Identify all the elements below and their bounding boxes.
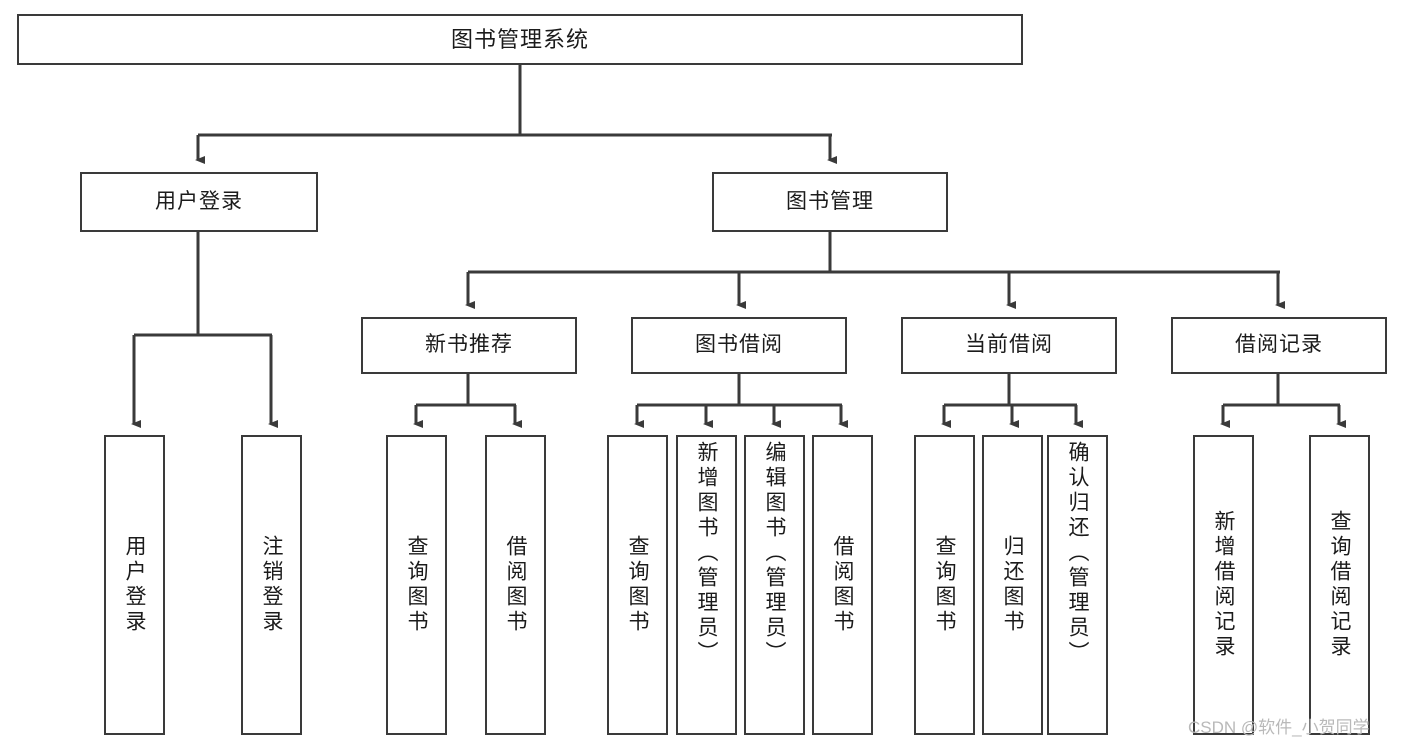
node-label: 图书管理系统 [450,26,589,52]
leaf-user-login[interactable]: 用户登录 [104,435,165,735]
leaf-rec-query-record[interactable]: 查询借阅记录 [1309,435,1370,735]
leaf-borrow-borrow-book[interactable]: 借阅图书 [812,435,873,735]
node-current-borrow[interactable]: 当前借阅 [901,317,1117,374]
node-new-book-rec[interactable]: 新书推荐 [361,317,577,374]
node-label: 注销登录 [260,535,283,635]
leaf-borrow-edit-book[interactable]: 编辑图书（管理员） [744,435,805,735]
node-label: 用户登录 [155,189,243,213]
node-label: 借阅记录 [1235,333,1323,357]
node-label: 确认归还（管理员） [1066,441,1089,666]
leaf-rec-borrow-book[interactable]: 借阅图书 [485,435,546,735]
node-borrow-record[interactable]: 借阅记录 [1171,317,1387,374]
node-label: 图书借阅 [695,333,783,357]
node-label: 编辑图书（管理员） [763,441,786,666]
leaf-rec-add-record[interactable]: 新增借阅记录 [1193,435,1254,735]
node-book-manage[interactable]: 图书管理 [712,172,948,232]
node-label: 用户登录 [123,535,146,635]
node-label: 查询图书 [626,535,649,635]
node-label: 归还图书 [1001,535,1024,635]
node-label: 查询图书 [933,535,956,635]
node-label: 查询借阅记录 [1328,510,1351,660]
node-label: 新增借阅记录 [1212,510,1235,660]
leaf-borrow-add-book[interactable]: 新增图书（管理员） [676,435,737,735]
node-label: 查询图书 [405,535,428,635]
node-label: 新增图书（管理员） [695,441,718,666]
leaf-borrow-query-book[interactable]: 查询图书 [607,435,668,735]
leaf-cur-confirm-return[interactable]: 确认归还（管理员） [1047,435,1108,735]
node-book-borrow[interactable]: 图书借阅 [631,317,847,374]
csdn-watermark: CSDN @软件_小贺同学 [1188,718,1370,737]
node-label: 图书管理 [786,189,874,213]
node-user-login[interactable]: 用户登录 [80,172,318,232]
node-label: 新书推荐 [425,333,513,357]
leaf-user-logout[interactable]: 注销登录 [241,435,302,735]
node-label: 借阅图书 [831,535,854,635]
node-label: 当前借阅 [965,333,1053,357]
leaf-rec-query-book[interactable]: 查询图书 [386,435,447,735]
node-root-system[interactable]: 图书管理系统 [17,14,1023,65]
leaf-cur-return-book[interactable]: 归还图书 [982,435,1043,735]
node-label: 借阅图书 [504,535,527,635]
leaf-cur-query-book[interactable]: 查询图书 [914,435,975,735]
